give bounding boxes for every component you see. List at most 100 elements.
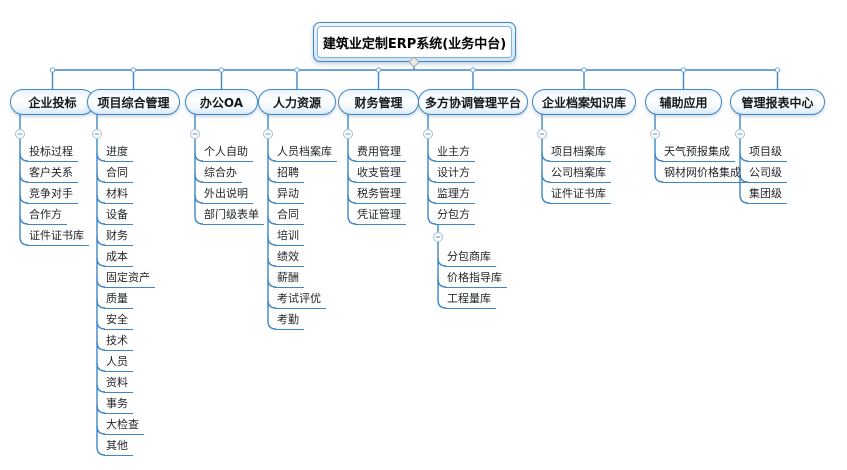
tree-leaf-item[interactable]: 个人自助 — [202, 145, 253, 162]
tree-leaf-item[interactable]: 业主方 — [435, 145, 475, 162]
collapse-minus-icon[interactable] — [433, 232, 443, 242]
bus-junction-dot — [49, 67, 56, 73]
tree-leaf-item[interactable]: 人员档案库 — [275, 145, 337, 162]
tree-leaf-item[interactable]: 材料 — [104, 187, 133, 204]
connector-curve — [347, 194, 357, 204]
tree-leaf-item[interactable]: 成本 — [104, 250, 133, 267]
tree-leaf-item[interactable]: 技术 — [104, 334, 133, 351]
tree-leaf-item[interactable]: 收支管理 — [355, 166, 406, 183]
connector-curve — [347, 215, 357, 225]
tree-leaf-item[interactable]: 项目级 — [747, 145, 787, 162]
tree-leaf-item[interactable]: 价格指导库 — [445, 271, 507, 288]
connector-curve — [267, 173, 277, 183]
tree-leaf-item[interactable]: 证件证书库 — [27, 229, 89, 246]
collapse-minus-icon[interactable] — [650, 129, 660, 139]
connector-curve — [267, 236, 277, 246]
connector-curve — [347, 152, 357, 162]
tree-leaf-item[interactable]: 投标过程 — [27, 145, 78, 162]
connector-curve — [267, 194, 277, 204]
branch-node[interactable]: 辅助应用 — [645, 89, 722, 115]
tree-leaf-item[interactable]: 大检查 — [104, 418, 144, 435]
tree-leaf-item[interactable]: 合同 — [275, 208, 304, 225]
tree-leaf-item[interactable]: 其他 — [104, 439, 133, 456]
connector-curve — [267, 278, 277, 288]
connector-curve — [19, 152, 29, 162]
branch-node[interactable]: 企业档案知识库 — [532, 89, 636, 115]
branch-node[interactable]: 人力资源 — [258, 89, 336, 115]
tree-leaf-item[interactable]: 财务 — [104, 229, 133, 246]
collapse-minus-icon[interactable] — [15, 129, 25, 139]
connector-curve — [194, 194, 204, 204]
tree-leaf-item[interactable]: 绩效 — [275, 250, 304, 267]
tree-leaf-item[interactable]: 事务 — [104, 397, 133, 414]
tree-leaf-item[interactable]: 竞争对手 — [27, 187, 78, 204]
connector-curve — [267, 320, 277, 330]
collapse-minus-icon[interactable] — [735, 129, 745, 139]
collapse-minus-icon[interactable] — [343, 129, 353, 139]
root-node[interactable]: 建筑业定制ERP系统(业务中台) — [313, 22, 516, 62]
tree-leaf-item[interactable]: 综合办 — [202, 166, 242, 183]
tree-leaf-item[interactable]: 项目档案库 — [549, 145, 611, 162]
tree-leaf-item[interactable]: 工程量库 — [445, 292, 496, 309]
connector-curve — [96, 257, 106, 267]
connector-curve — [96, 299, 106, 309]
tree-leaf-item[interactable]: 质量 — [104, 292, 133, 309]
connector-curve — [19, 194, 29, 204]
connector-curve — [96, 278, 106, 288]
collapse-minus-icon[interactable] — [92, 129, 102, 139]
tree-leaf-item[interactable]: 合同 — [104, 166, 133, 183]
tree-leaf-item[interactable]: 分包商库 — [445, 250, 496, 267]
branch-node[interactable]: 管理报表中心 — [730, 89, 825, 115]
tree-leaf-item[interactable]: 资料 — [104, 376, 133, 393]
collapse-minus-icon[interactable] — [537, 129, 547, 139]
tree-leaf-item[interactable]: 异动 — [275, 187, 304, 204]
branch-node[interactable]: 企业投标 — [10, 89, 95, 115]
branch-node[interactable]: 项目综合管理 — [87, 89, 180, 115]
connector-curve — [427, 215, 437, 225]
tree-leaf-item[interactable]: 进度 — [104, 145, 133, 162]
branch-node[interactable]: 财务管理 — [338, 89, 419, 115]
tree-leaf-item[interactable]: 培训 — [275, 229, 304, 246]
connector-curve — [19, 236, 29, 246]
collapse-minus-icon[interactable] — [263, 129, 273, 139]
tree-leaf-item[interactable]: 考勤 — [275, 313, 304, 330]
tree-leaf-item[interactable]: 设计方 — [435, 166, 475, 183]
tree-leaf-item[interactable]: 证件证书库 — [549, 187, 611, 204]
tree-leaf-item[interactable]: 公司档案库 — [549, 166, 611, 183]
tree-leaf-item[interactable]: 固定资产 — [104, 271, 155, 288]
tree-leaf-item[interactable]: 人员 — [104, 355, 133, 372]
branch-node[interactable]: 办公OA — [185, 89, 258, 115]
tree-leaf-item[interactable]: 天气预报集成 — [662, 145, 735, 162]
connector-curve — [427, 173, 437, 183]
tree-leaf-item[interactable]: 客户关系 — [27, 166, 78, 183]
connector-curve — [267, 215, 277, 225]
tree-leaf-item[interactable]: 公司级 — [747, 166, 787, 183]
collapse-minus-icon[interactable] — [423, 129, 433, 139]
bus-junction-dot — [130, 67, 137, 73]
tree-leaf-item[interactable]: 凭证管理 — [355, 208, 406, 225]
branch-node[interactable]: 多方协调管理平台 — [418, 89, 528, 115]
tree-leaf-item[interactable]: 安全 — [104, 313, 133, 330]
connector-curve — [96, 320, 106, 330]
tree-leaf-item[interactable]: 设备 — [104, 208, 133, 225]
tree-leaf-item[interactable]: 监理方 — [435, 187, 475, 204]
connector-curve — [541, 173, 551, 183]
tree-leaf-item[interactable]: 外出说明 — [202, 187, 253, 204]
tree-leaf-item[interactable]: 招聘 — [275, 166, 304, 183]
collapse-minus-icon[interactable] — [190, 129, 200, 139]
tree-leaf-item[interactable]: 集团级 — [747, 187, 787, 204]
connector-curve — [654, 173, 664, 183]
bus-junction-dot — [680, 67, 687, 73]
tree-leaf-item[interactable]: 费用管理 — [355, 145, 406, 162]
tree-leaf-item[interactable]: 税务管理 — [355, 187, 406, 204]
tree-leaf-item[interactable]: 合作方 — [27, 208, 67, 225]
connector-curve — [267, 299, 277, 309]
tree-leaf-item[interactable]: 薪酬 — [275, 271, 304, 288]
tree-leaf-item[interactable]: 钢材网价格集成 — [662, 166, 746, 183]
connector-curve — [427, 194, 437, 204]
connector-curve — [96, 236, 106, 246]
tree-leaf-item[interactable]: 分包方 — [435, 208, 475, 225]
connector-curve — [427, 152, 437, 162]
tree-leaf-item[interactable]: 部门级表单 — [202, 208, 264, 225]
tree-leaf-item[interactable]: 考试评优 — [275, 292, 326, 309]
